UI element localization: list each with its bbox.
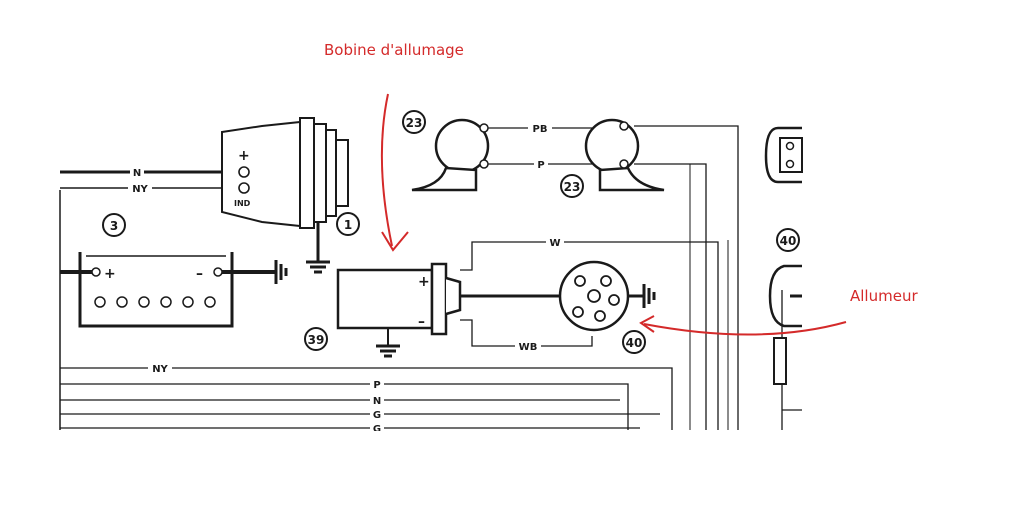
right-edge-component-mid xyxy=(768,264,802,385)
coil-ground-icon xyxy=(376,344,400,358)
coil-plus-label: + xyxy=(418,274,430,290)
crop-mask-bottom xyxy=(0,431,1028,505)
distributor-annotation-arrow xyxy=(643,321,847,336)
wire-label-n-bus: N xyxy=(373,396,381,407)
fuse-icon xyxy=(773,337,787,385)
wire-label-group: N NY PB P W WB NY P N G G xyxy=(128,121,564,435)
distributor-number: 40 xyxy=(626,336,643,350)
alt-plus-label: + xyxy=(238,148,250,164)
horn-right-number-badge xyxy=(560,174,584,198)
right-number: 40 xyxy=(780,234,797,248)
wire-pb-right xyxy=(634,125,739,430)
horn-right xyxy=(584,118,665,192)
bus-p xyxy=(60,383,629,430)
wire-label-p: P xyxy=(537,160,544,171)
alternator-number-badge xyxy=(336,212,360,236)
wire-label-n: N xyxy=(133,168,141,179)
horn-left xyxy=(411,118,490,192)
wire-label-g2-bus: G xyxy=(373,424,381,435)
wire-label-wb: WB xyxy=(519,342,538,353)
battery-number: 3 xyxy=(110,219,118,233)
alternator xyxy=(221,117,349,229)
coil-minus-label: – xyxy=(418,314,425,330)
alt-ind-label: IND xyxy=(234,199,251,208)
annotation-coil: Bobine d'allumage xyxy=(324,41,464,59)
coil-number: 39 xyxy=(308,333,325,347)
wire-label-p-bus: P xyxy=(373,380,380,391)
battery-number-badge xyxy=(102,213,126,237)
horn-right-number: 23 xyxy=(564,180,581,194)
dist-ground-icon xyxy=(642,284,656,308)
right-edge-component-top xyxy=(764,126,803,184)
wire-label-pb: PB xyxy=(533,124,548,135)
wire-p-right xyxy=(634,163,707,430)
alternator-number: 1 xyxy=(344,218,352,232)
wire-w xyxy=(460,241,719,430)
distributor-arrow-head-icon xyxy=(639,315,655,333)
wire-wb xyxy=(460,319,593,347)
wire-label-ny-top: NY xyxy=(132,184,148,195)
distributor-number-badge xyxy=(622,330,646,354)
coil-annotation-arrow xyxy=(380,93,393,247)
batt-plus-label: + xyxy=(104,266,116,282)
bus-ny xyxy=(60,367,673,430)
ignition-coil xyxy=(336,262,470,346)
wire-label-ny-bottom: NY xyxy=(152,364,168,375)
wire-label-w: W xyxy=(549,238,560,249)
annotation-distributor: Allumeur xyxy=(850,287,918,305)
batt-ground-icon xyxy=(274,260,288,284)
crop-mask-right xyxy=(803,100,1028,440)
battery xyxy=(78,252,234,328)
wire-label-g-bus: G xyxy=(373,410,381,421)
alt-ind-terminal xyxy=(238,182,250,194)
right-number-badge xyxy=(776,228,800,252)
distributor xyxy=(558,260,630,332)
alt-plus-terminal xyxy=(238,166,250,178)
horn-left-number: 23 xyxy=(406,116,423,130)
coil-number-badge xyxy=(304,327,328,351)
horn-left-number-badge xyxy=(402,110,426,134)
alt-ground-icon xyxy=(306,260,330,274)
batt-minus-label: – xyxy=(196,266,203,282)
coil-arrow-head-icon xyxy=(381,231,409,252)
